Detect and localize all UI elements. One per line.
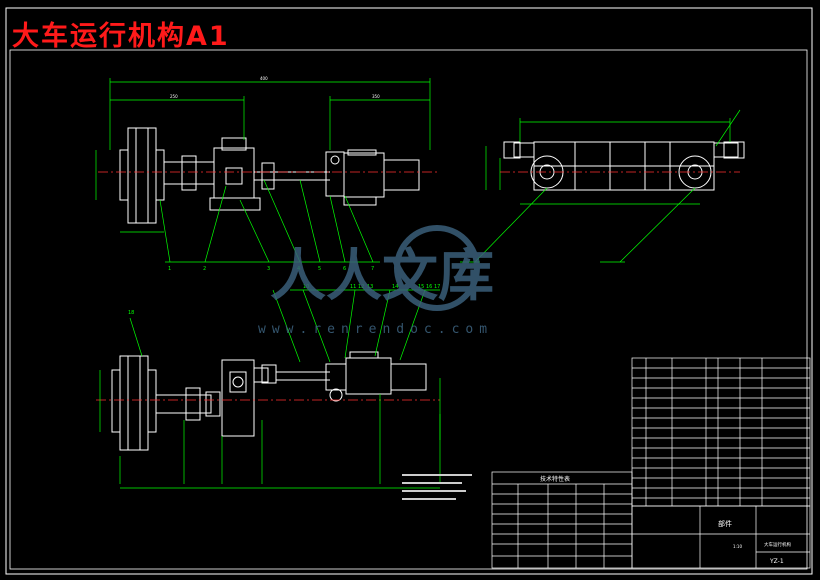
watermark-site: www.renrendoc.com	[258, 322, 494, 337]
watermark: 人人文库	[270, 225, 494, 311]
balloon-3: 3	[267, 266, 270, 272]
balloon-16: 16	[426, 284, 432, 290]
wheel-body	[127, 127, 157, 224]
front-view	[119, 127, 420, 224]
balloon-14: 14	[392, 284, 398, 290]
balloon-17: 17	[434, 284, 440, 290]
tech-table-title: 技术特性表	[540, 475, 570, 483]
balloon-5: 5	[318, 266, 321, 272]
front-dim-texts: 400 250 350	[170, 76, 380, 99]
plan-brake	[325, 363, 347, 391]
title-block	[631, 505, 811, 569]
shaft-coupling	[163, 161, 215, 185]
plan-dimensions	[99, 289, 441, 489]
brake	[325, 151, 345, 197]
title-block-drawing-title: 大车运行机构	[764, 541, 791, 548]
plan-wheel-flange-right	[147, 369, 157, 433]
plan-shaft	[155, 394, 212, 414]
drawing-title: 大车运行机构A1	[12, 21, 230, 52]
side-dimensions	[460, 109, 741, 263]
outer-frame	[5, 7, 813, 575]
balloon-2: 2	[203, 266, 206, 272]
title-block-scale: 1:10	[733, 544, 742, 549]
reducer	[213, 147, 255, 199]
coupling	[261, 162, 275, 190]
plan-reducer	[221, 359, 255, 437]
balloon-10: 10	[303, 284, 309, 290]
dim-right: 350	[372, 94, 380, 99]
side-view	[503, 141, 745, 191]
balloon-12: 12	[358, 284, 364, 290]
buffer-right	[723, 141, 745, 159]
inner-frame	[9, 49, 808, 570]
plan-motor-fan	[390, 363, 427, 391]
front-dimensions	[95, 78, 431, 263]
parts-list	[631, 357, 811, 507]
plan-balloon-labels: 10 11 12 13 14 15 16 17 18	[128, 284, 440, 316]
watermark-brand: 人人文库	[270, 244, 494, 309]
motor-fan	[383, 159, 420, 191]
wheel-flange-right	[155, 149, 165, 201]
balloon-15: 15	[418, 284, 424, 290]
plan-wheel-body	[119, 355, 149, 451]
watermark-circle	[394, 225, 480, 311]
plan-view	[111, 351, 427, 451]
title-block-drawing-no: YZ-1	[769, 558, 784, 565]
wheel-flange-left	[119, 149, 129, 201]
balloon-11: 11	[350, 284, 356, 290]
plan-motor	[345, 357, 392, 395]
dim-overall: 400	[260, 76, 268, 81]
balloon-18: 18	[128, 310, 134, 316]
balloon-4: 4	[297, 266, 300, 272]
dim-left: 250	[170, 94, 178, 99]
plan-wheel-flange-left	[111, 369, 121, 433]
balloon-1: 1	[168, 266, 171, 272]
front-balloon-labels: 1 2 3 4 5 6 7	[168, 266, 374, 272]
motor-body	[343, 152, 385, 198]
buffer-left	[503, 141, 521, 159]
title-block-part: 部件	[718, 519, 732, 528]
technical-notes	[402, 474, 472, 500]
tech-characteristics-table	[491, 471, 633, 569]
balloon-13: 13	[367, 284, 373, 290]
balloon-7: 7	[371, 266, 374, 272]
balloon-6: 6	[343, 266, 346, 272]
